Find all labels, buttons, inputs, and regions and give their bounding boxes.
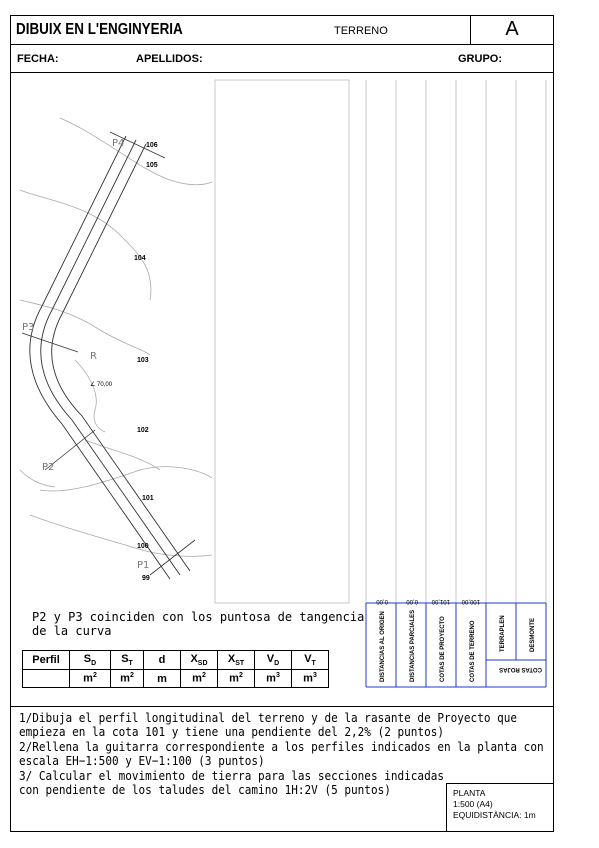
value-dist-parciales: 0,00	[406, 598, 418, 604]
table-units-row: m2 m2 m m2 m2 m3 m3	[22, 669, 329, 688]
instructions-divider	[10, 706, 554, 707]
radius-label: ∠ 70,00	[90, 381, 113, 388]
instructions: 1/Dibuja el perfil longitudinal del terr…	[19, 711, 549, 797]
header-d: d	[143, 650, 181, 670]
page-title: DIBUIX EN L'ENGINYERIA	[16, 21, 183, 38]
guitarra-grid	[365, 602, 547, 688]
col-cotas-terreno: COTAS DE TERRENO	[470, 620, 476, 682]
unit-vd: m3	[254, 669, 292, 688]
instruction-line-6: con pendiente de los taludes del camino …	[19, 783, 391, 798]
instruction-line-5: 3/ Calcular el movimiento de tierra para…	[19, 768, 444, 783]
contour-99: 99	[142, 575, 150, 582]
contour-102: 102	[137, 427, 149, 434]
header-bottom-divider	[10, 72, 554, 73]
unit-xsd: m2	[180, 669, 218, 688]
col-distancias-origen: DISTANCIAS AL ORIGEN	[380, 611, 386, 682]
unit-perfil	[22, 669, 70, 688]
legend-scale: 1:500 (A4)	[453, 799, 493, 809]
fecha-label: FECHA:	[17, 53, 59, 65]
unit-xst: m2	[217, 669, 255, 688]
earthwork-table: Perfil SD ST d XSD XST VD VT m2 m2 m m2 …	[22, 650, 329, 688]
profile-frame	[214, 79, 547, 604]
value-dist-origen: 0,00	[376, 598, 388, 604]
unit-vt: m3	[291, 669, 329, 688]
header-xst: XST	[217, 650, 255, 670]
value-cota-proyecto: 101,00	[431, 598, 450, 604]
col-cotas-rojas: COTAS ROJAS	[499, 666, 542, 672]
tangency-note: P2 y P3 coinciden con los puntosa de tan…	[32, 610, 365, 638]
subject-label: TERRENO	[334, 25, 388, 37]
point-p3: P3	[22, 322, 34, 333]
point-p2: P2	[42, 462, 54, 473]
contour-103: 103	[137, 357, 149, 364]
instruction-line-1: 1/Dibuja el perfil longitudinal del terr…	[19, 711, 518, 725]
plan-legend: PLANTA 1:500 (A4) EQUIDISTÀNCIA: 1m	[446, 783, 554, 832]
grupo-label: GRUPO:	[458, 53, 502, 65]
instruction-line-4: escala EH−1:500 y EV−1:100 (3 puntos)	[19, 754, 265, 769]
header-vt: VT	[291, 650, 329, 670]
header-divider	[10, 44, 554, 45]
unit-st: m2	[110, 669, 144, 688]
contour-106: 106	[146, 142, 158, 149]
road-alignment	[29, 135, 191, 580]
header-sd: SD	[69, 650, 111, 670]
point-p1: P1	[137, 560, 149, 571]
contour-100: 100	[137, 543, 149, 550]
instruction-line-3: 2/Rellena la guitarra correspondiente a …	[19, 739, 544, 754]
contour-lines	[19, 117, 213, 557]
col-desmonte: DESMONTE	[530, 618, 536, 652]
version-letter: A	[505, 18, 519, 40]
header-xsd: XSD	[180, 650, 218, 670]
contour-105: 105	[146, 162, 158, 169]
table-header-row: Perfil SD ST d XSD XST VD VT	[22, 650, 329, 670]
legend-equidistance: EQUIDISTÀNCIA: 1m	[453, 810, 536, 820]
point-p4: P4	[112, 138, 124, 149]
header-st: ST	[110, 650, 144, 670]
unit-d: m	[143, 669, 181, 688]
legend-title: PLANTA	[453, 788, 486, 798]
header-vd: VD	[254, 650, 292, 670]
col-cotas-proyecto: COTAS DE PROYECTO	[440, 616, 446, 682]
col-distancias-parciales: DISTANCIAS PARCIALES	[410, 610, 416, 682]
header-perfil: Perfil	[22, 650, 70, 670]
letter-divider	[470, 15, 471, 44]
sheet-frame	[10, 15, 554, 832]
contour-101: 101	[142, 495, 154, 502]
point-r: R	[90, 351, 97, 362]
instruction-line-2: empieza en la cota 101 y tiene una pendi…	[19, 725, 444, 740]
contour-104: 104	[134, 255, 146, 262]
apellidos-label: APELLIDOS:	[136, 53, 203, 65]
cross-sections	[21, 131, 196, 576]
col-terraplen: TERRAPLEN	[500, 615, 506, 652]
value-cota-terreno: 100,00	[461, 598, 480, 604]
unit-sd: m2	[69, 669, 111, 688]
